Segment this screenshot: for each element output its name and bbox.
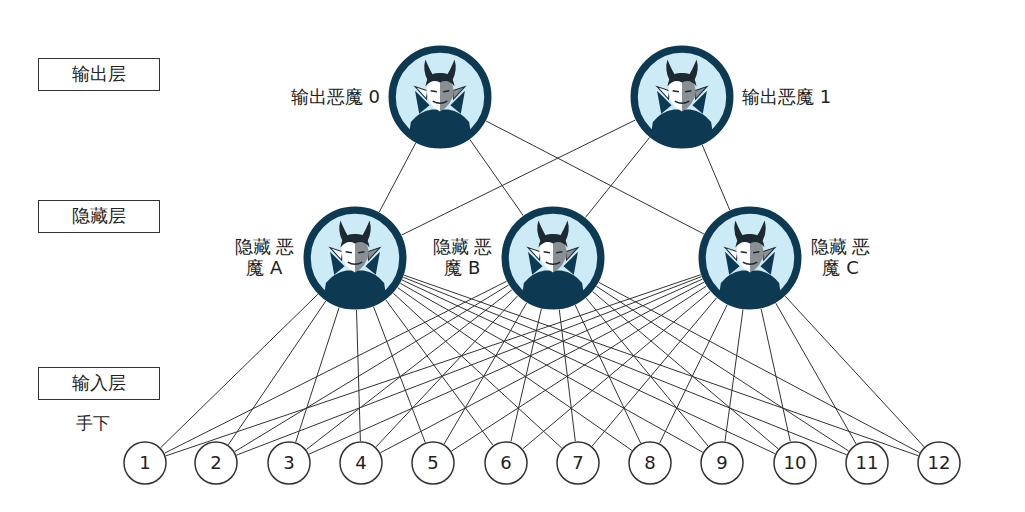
input-node: 5	[411, 441, 455, 485]
demon-illustration	[630, 45, 734, 149]
connection-line	[228, 301, 325, 445]
demon-node: 隐藏 恶魔 C	[698, 206, 802, 310]
demon-name: 输出恶魔 0	[289, 86, 382, 109]
connection-line	[575, 305, 640, 443]
input-node: 1	[123, 441, 167, 485]
layer-label-box: 隐藏层	[38, 200, 160, 233]
connection-line	[660, 305, 728, 444]
node-number: 9	[700, 441, 744, 485]
node-number: 11	[845, 441, 889, 485]
input-node: 7	[556, 441, 600, 485]
demon-node: 输出恶魔 0	[388, 45, 492, 149]
node-number: 12	[917, 441, 961, 485]
node-number: 1	[123, 441, 167, 485]
demon-illustration	[501, 206, 605, 310]
demon-ring	[307, 210, 403, 306]
connection-line	[376, 296, 518, 447]
node-number: 6	[484, 441, 528, 485]
connection-line	[357, 310, 361, 441]
node-number: 3	[267, 441, 311, 485]
demon-name: 隐藏 恶魔 A	[232, 236, 297, 279]
demon-illustration	[698, 206, 802, 310]
connection-line	[470, 140, 523, 216]
input-node: 6	[484, 441, 528, 485]
input-node: 2	[194, 441, 238, 485]
connection-line	[785, 296, 924, 447]
demon-ring	[702, 210, 798, 306]
node-number: 10	[773, 441, 817, 485]
demon-illustration	[303, 206, 407, 310]
node-number: 4	[339, 441, 383, 485]
connection-line	[161, 294, 318, 447]
connection-line	[559, 310, 575, 442]
connection-line	[725, 310, 743, 442]
input-node: 3	[267, 441, 311, 485]
connection-line	[404, 275, 918, 456]
connection-line	[597, 286, 849, 451]
layer-name: 隐藏层	[72, 206, 126, 227]
connection-line	[523, 291, 710, 448]
connection-line	[379, 143, 415, 212]
demon-ring	[634, 49, 730, 145]
input-node: 10	[773, 441, 817, 485]
layer-name: 输入层	[72, 373, 126, 394]
node-number: 2	[194, 441, 238, 485]
layer-label-box: 输出层	[38, 58, 160, 91]
node-number: 5	[411, 441, 455, 485]
input-node: 12	[917, 441, 961, 485]
connection-line	[586, 298, 708, 446]
group-label: 手下	[76, 412, 110, 435]
demon-ring	[392, 49, 488, 145]
node-number: 8	[628, 441, 672, 485]
demon-name: 隐藏 恶魔 C	[808, 236, 873, 279]
connection-line	[296, 308, 339, 443]
demon-name: 隐藏 恶魔 B	[430, 236, 495, 279]
connection-line	[592, 298, 717, 446]
demon-node: 隐藏 恶魔 B	[501, 206, 605, 310]
connection-line	[398, 288, 632, 451]
connection-line	[761, 309, 790, 442]
connection-line	[444, 303, 527, 444]
input-node: 11	[845, 441, 889, 485]
connection-line	[386, 300, 493, 445]
connection-line	[306, 290, 512, 450]
connection-line	[593, 292, 779, 449]
input-node: 8	[628, 441, 672, 485]
connection-line	[393, 293, 562, 448]
demon-node: 隐藏 恶魔 A	[303, 206, 407, 310]
layer-label-box: 输入层	[38, 367, 160, 400]
demon-illustration	[388, 45, 492, 149]
layer-name: 输出层	[72, 64, 126, 85]
demon-ring	[505, 210, 601, 306]
input-node: 9	[700, 441, 744, 485]
input-node: 4	[339, 441, 383, 485]
connection-line	[511, 309, 542, 442]
connection-line	[702, 145, 730, 210]
demon-node: 输出恶魔 1	[630, 45, 734, 149]
demon-name: 输出恶魔 1	[740, 86, 833, 109]
node-number: 7	[556, 441, 600, 485]
connection-line	[776, 303, 856, 444]
connection-line	[403, 277, 846, 455]
connection-line	[374, 307, 426, 443]
